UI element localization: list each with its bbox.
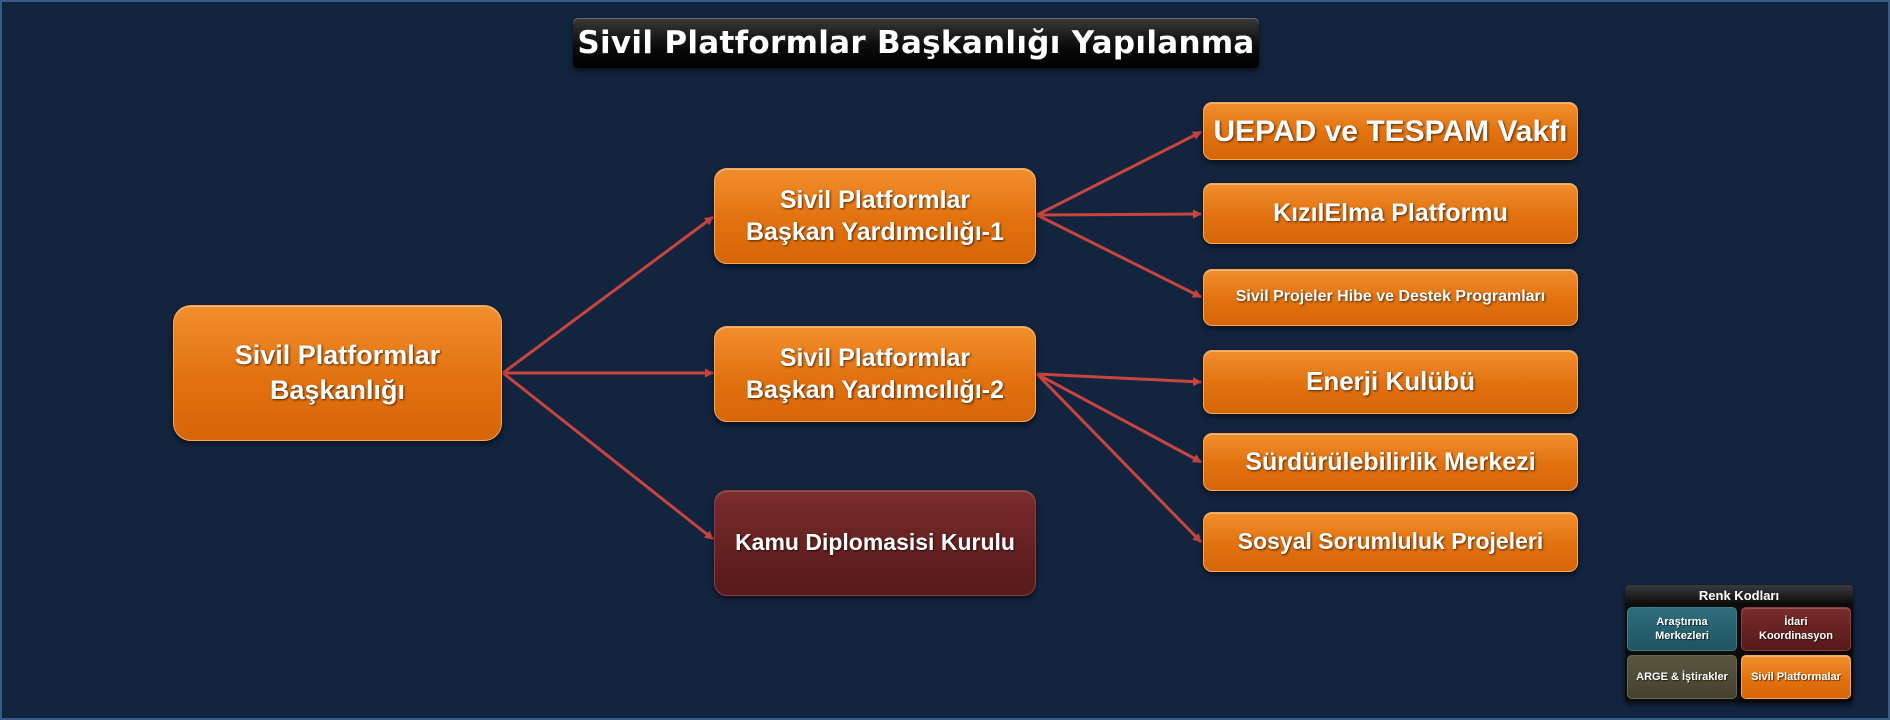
- legend-title: Renk Kodları: [1625, 585, 1853, 605]
- connector-root-vp1: [502, 215, 714, 375]
- connector-vp1-kizilelma: [1036, 209, 1202, 219]
- connector-vp2-sosyal: [1035, 372, 1203, 544]
- connector-vp1-uepad: [1036, 130, 1202, 217]
- node-uepad-tespam-vakfi: UEPAD ve TESPAM Vakfı: [1203, 102, 1578, 160]
- legend-item-arastirma-merkezleri: Araştırma Merkezleri: [1627, 607, 1737, 651]
- node-sivil-platformlar-baskanligi: Sivil Platformlar Başkanlığı: [173, 305, 502, 441]
- color-legend: Renk Kodları Araştırma Merkezleri İdari …: [1625, 585, 1853, 702]
- node-enerji-kulubu: Enerji Kulübü: [1203, 350, 1578, 414]
- legend-item-idari-koordinasyon: İdari Koordinasyon: [1741, 607, 1851, 651]
- connector-vp2-surdurulebilirlik: [1036, 372, 1202, 464]
- page-title: Sivil Platformlar Başkanlığı Yapılanma: [573, 18, 1259, 68]
- connector-vp1-sivil-projeler: [1036, 213, 1202, 299]
- node-baskan-yardimciligi-1: Sivil Platformlar Başkan Yardımcılığı-1: [714, 168, 1036, 264]
- node-baskan-yardimciligi-2: Sivil Platformlar Başkan Yardımcılığı-2: [714, 326, 1036, 422]
- connector-root-kamu: [502, 371, 714, 541]
- node-kizilelma-platformu: KızılElma Platformu: [1203, 183, 1578, 244]
- legend-item-arge-istirakler: ARGE & İştirakler: [1627, 655, 1737, 699]
- node-sosyal-sorumluluk-projeleri: Sosyal Sorumluluk Projeleri: [1203, 512, 1578, 572]
- legend-item-sivil-platformalar: Sivil Platformalar: [1741, 655, 1851, 699]
- node-kamu-diplomasisi-kurulu: Kamu Diplomasisi Kurulu: [714, 490, 1036, 596]
- node-sivil-projeler-hibe: Sivil Projeler Hibe ve Destek Programlar…: [1203, 269, 1578, 326]
- node-surdurulebilirlik-merkezi: Sürdürülebilirlik Merkezi: [1203, 433, 1578, 491]
- connector-vp2-enerji: [1036, 372, 1202, 387]
